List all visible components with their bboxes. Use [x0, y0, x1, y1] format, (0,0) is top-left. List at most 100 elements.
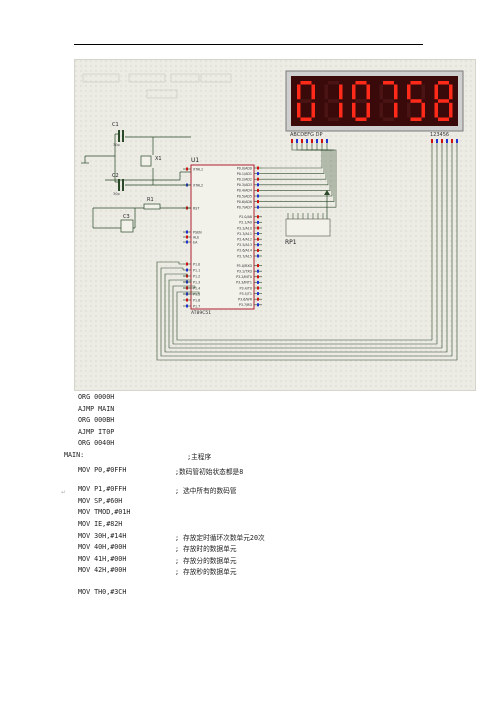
- segment-g: [355, 99, 367, 103]
- paragraph-marker: ↵: [61, 489, 67, 496]
- segment-e: [379, 102, 383, 118]
- code-instruction: MOV IE,#82H: [74, 520, 123, 528]
- mcu-pin-label: P0.7/AD7: [237, 206, 252, 210]
- mcu-pin-label: P1.7: [193, 304, 200, 308]
- digit-5: [407, 81, 425, 121]
- code-instruction: MOV 42H,#00H: [74, 566, 127, 575]
- mcu-pin-state: [257, 254, 259, 258]
- segment-d: [383, 117, 394, 121]
- mcu-pin-state: [257, 264, 259, 268]
- segment-c: [394, 102, 398, 118]
- segment-a: [410, 81, 422, 85]
- segment-e: [324, 102, 328, 118]
- top-rule: [74, 44, 423, 45]
- segment-a: [300, 81, 312, 85]
- mcu-pin-state: [257, 166, 259, 170]
- mcu-pin-state: [257, 200, 259, 204]
- c2-label: C2: [112, 173, 119, 179]
- mcu-pin-state: [186, 268, 188, 272]
- mcu-pin-label: XTAL1: [193, 167, 203, 171]
- mcu-pin-label: P1.6: [193, 298, 200, 302]
- segment-a: [438, 81, 449, 85]
- mcu-pin-state: [257, 215, 259, 219]
- mcu-pin-label: P1.0: [193, 262, 200, 266]
- segment-g: [328, 99, 339, 103]
- display-pin: [321, 139, 323, 143]
- segment-e: [352, 102, 356, 118]
- digit-3: [352, 81, 370, 121]
- mcu-pin-state: [257, 292, 259, 296]
- segment-b: [311, 84, 315, 100]
- segment-e: [434, 102, 438, 118]
- segment-c: [311, 102, 315, 118]
- mcu-pin-state: [257, 286, 259, 290]
- seven-segment-display: ABCDEFG DP 123456: [285, 70, 464, 143]
- code-comment: ; 存放定时循环次数单元20次: [175, 533, 265, 542]
- mcu-pin-label: P2.6/A14: [237, 249, 252, 253]
- code-comment: ;主程序: [175, 453, 212, 461]
- segment-b: [421, 84, 425, 100]
- segment-a: [383, 81, 394, 85]
- mcu-pin-state: [257, 172, 259, 176]
- capacitor-c2: C2 30p: [112, 173, 124, 196]
- display-pin: [446, 139, 448, 143]
- mcu-pin-label: P3.2/INT0: [236, 275, 252, 279]
- code-instruction: AJMP IT0P: [74, 427, 115, 436]
- crystal-x1: X1: [140, 155, 162, 167]
- wire: [176, 143, 433, 341]
- segment-d: [355, 117, 367, 121]
- mcu-pin-label: P1.4: [193, 286, 200, 290]
- mcu-pin-label: XTAL2: [193, 183, 203, 187]
- mcu-pin-label: P1.1: [193, 268, 200, 272]
- segment-f: [324, 84, 328, 100]
- digit-2: [324, 81, 343, 121]
- mcu-pin-label: P0.2/AD2: [237, 178, 252, 182]
- display-pin: [311, 139, 313, 143]
- mcu-pin-label: P2.1/A9: [239, 221, 252, 225]
- mcu-pin-label: P2.4/A12: [237, 238, 252, 242]
- segment-a: [328, 81, 339, 85]
- mcu-pin-label: P0.1/AD1: [237, 172, 252, 176]
- mcu-pin-state: [257, 269, 259, 273]
- mcu-pin-label: P3.4/T0: [240, 286, 252, 290]
- segment-g: [383, 99, 394, 103]
- mcu-pin-state: [186, 240, 188, 244]
- capacitor-c3: C3: [120, 214, 134, 233]
- resistor-r1: R1: [143, 197, 161, 210]
- faint-labels: [82, 73, 232, 99]
- segment-a: [355, 81, 367, 85]
- wire: [262, 143, 337, 208]
- code-instruction: MOV P0,#0FFH: [74, 465, 127, 474]
- mcu-pin-label: EA: [193, 240, 198, 244]
- mcu-pin-label: P2.0/A8: [239, 215, 252, 219]
- display-pin: [316, 139, 318, 143]
- mcu-pin-state: [257, 183, 259, 187]
- mcu-pin-state: [257, 280, 259, 284]
- mcu-pin-state: [257, 194, 259, 198]
- mcu-pin-label: P3.7/RD: [239, 303, 253, 307]
- mcu-pin-state: [257, 237, 259, 241]
- digit-6: [434, 81, 453, 121]
- mcu-right-pins: P0.0/AD0P0.1/AD1P0.2/AD2P0.3/AD3P0.4/AD4…: [236, 166, 262, 307]
- code-comment: ;数码管初始状态都是8: [175, 467, 244, 476]
- mcu-pin-state: [186, 304, 188, 308]
- mcu-pin-state: [186, 262, 188, 266]
- code-comment: ; 存放分的数据单元: [175, 556, 237, 565]
- wire: [168, 143, 443, 349]
- segment-e: [407, 102, 411, 118]
- x1-label: X1: [155, 156, 162, 162]
- code-instruction: MOV TMOD,#01H: [74, 508, 131, 517]
- wire: [164, 143, 448, 353]
- mcu-pin-label: P3.6/WR: [238, 298, 253, 302]
- capacitor-c1: C1 30p: [112, 122, 124, 147]
- code-instruction: AJMP MAIN: [74, 404, 115, 413]
- mcu-pin-label: P3.3/INT1: [236, 281, 252, 285]
- display-pin: [296, 139, 298, 143]
- mcu-pin-state: [257, 297, 259, 301]
- mcu-pin-label: P3.1/TXD: [237, 270, 253, 274]
- code-instruction: MAIN:: [64, 451, 85, 459]
- mcu-pin-label: PSEN: [193, 230, 202, 234]
- mcu-pin-label: P0.6/AD6: [237, 200, 252, 204]
- wire: [160, 143, 453, 357]
